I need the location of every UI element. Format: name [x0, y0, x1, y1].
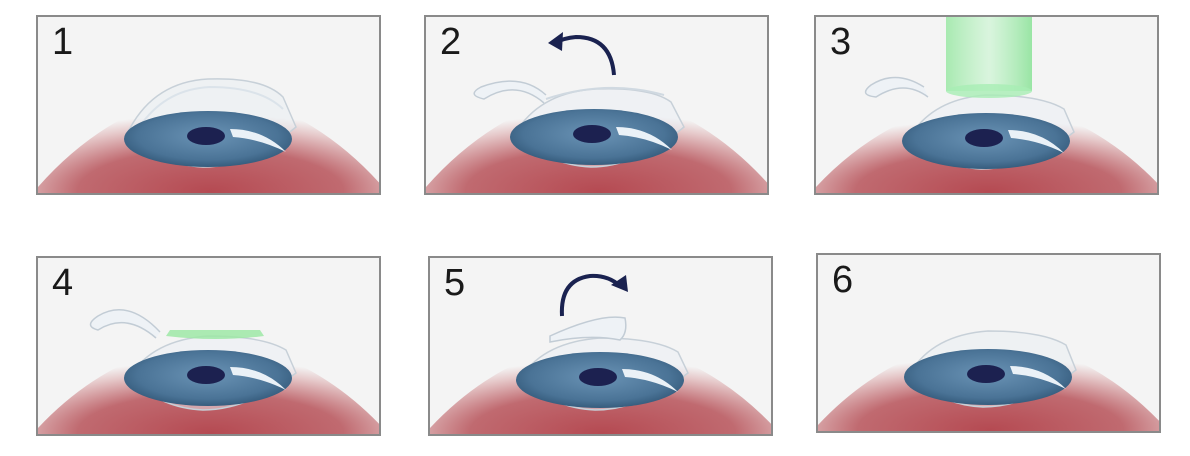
step-6-panel: 6 [816, 253, 1161, 433]
flap-hinge-line [545, 86, 665, 100]
step-1-panel: 1 [36, 15, 381, 195]
lift-arrow [553, 34, 616, 76]
pupil [967, 365, 1005, 383]
lifted-flap [89, 309, 161, 339]
pupil [187, 127, 225, 145]
pupil [579, 368, 617, 386]
step-number: 5 [444, 262, 466, 304]
eye-highlight [1010, 366, 1066, 389]
eye-illustration [816, 17, 1157, 193]
eye-illustration [430, 273, 771, 434]
step-number: 4 [52, 262, 74, 304]
replace-arrow-head [611, 275, 628, 292]
step-number: 1 [52, 21, 74, 63]
step-3-panel: 3 [814, 15, 1159, 195]
laser-spot [946, 84, 1032, 98]
pupil [187, 366, 225, 384]
step-number: 6 [832, 259, 854, 301]
corneal-flap-line [142, 85, 284, 123]
replace-arrow [559, 273, 622, 317]
step-2-panel: 2 [424, 15, 769, 195]
eye-illustration [818, 330, 1159, 431]
laser-beam [946, 17, 1032, 91]
lifted-flap [864, 76, 929, 98]
eye-illustration [38, 309, 379, 434]
step-5-panel: 5 [428, 256, 773, 436]
step-number: 2 [440, 21, 462, 63]
lift-arrow-head [548, 32, 563, 51]
eye-illustration [38, 78, 379, 193]
eye-highlight [230, 129, 286, 152]
eye-highlight [622, 369, 678, 392]
eye-highlight [616, 127, 672, 150]
pupil [573, 125, 611, 143]
eye-highlight [1008, 130, 1064, 153]
step-number: 3 [830, 21, 852, 63]
eye-illustration [426, 32, 767, 193]
returning-flap [549, 316, 627, 343]
lifted-flap [473, 80, 547, 104]
step-4-panel: 4 [36, 256, 381, 436]
reshaped-area [166, 330, 264, 339]
eye-highlight [230, 367, 286, 390]
pupil [965, 129, 1003, 147]
